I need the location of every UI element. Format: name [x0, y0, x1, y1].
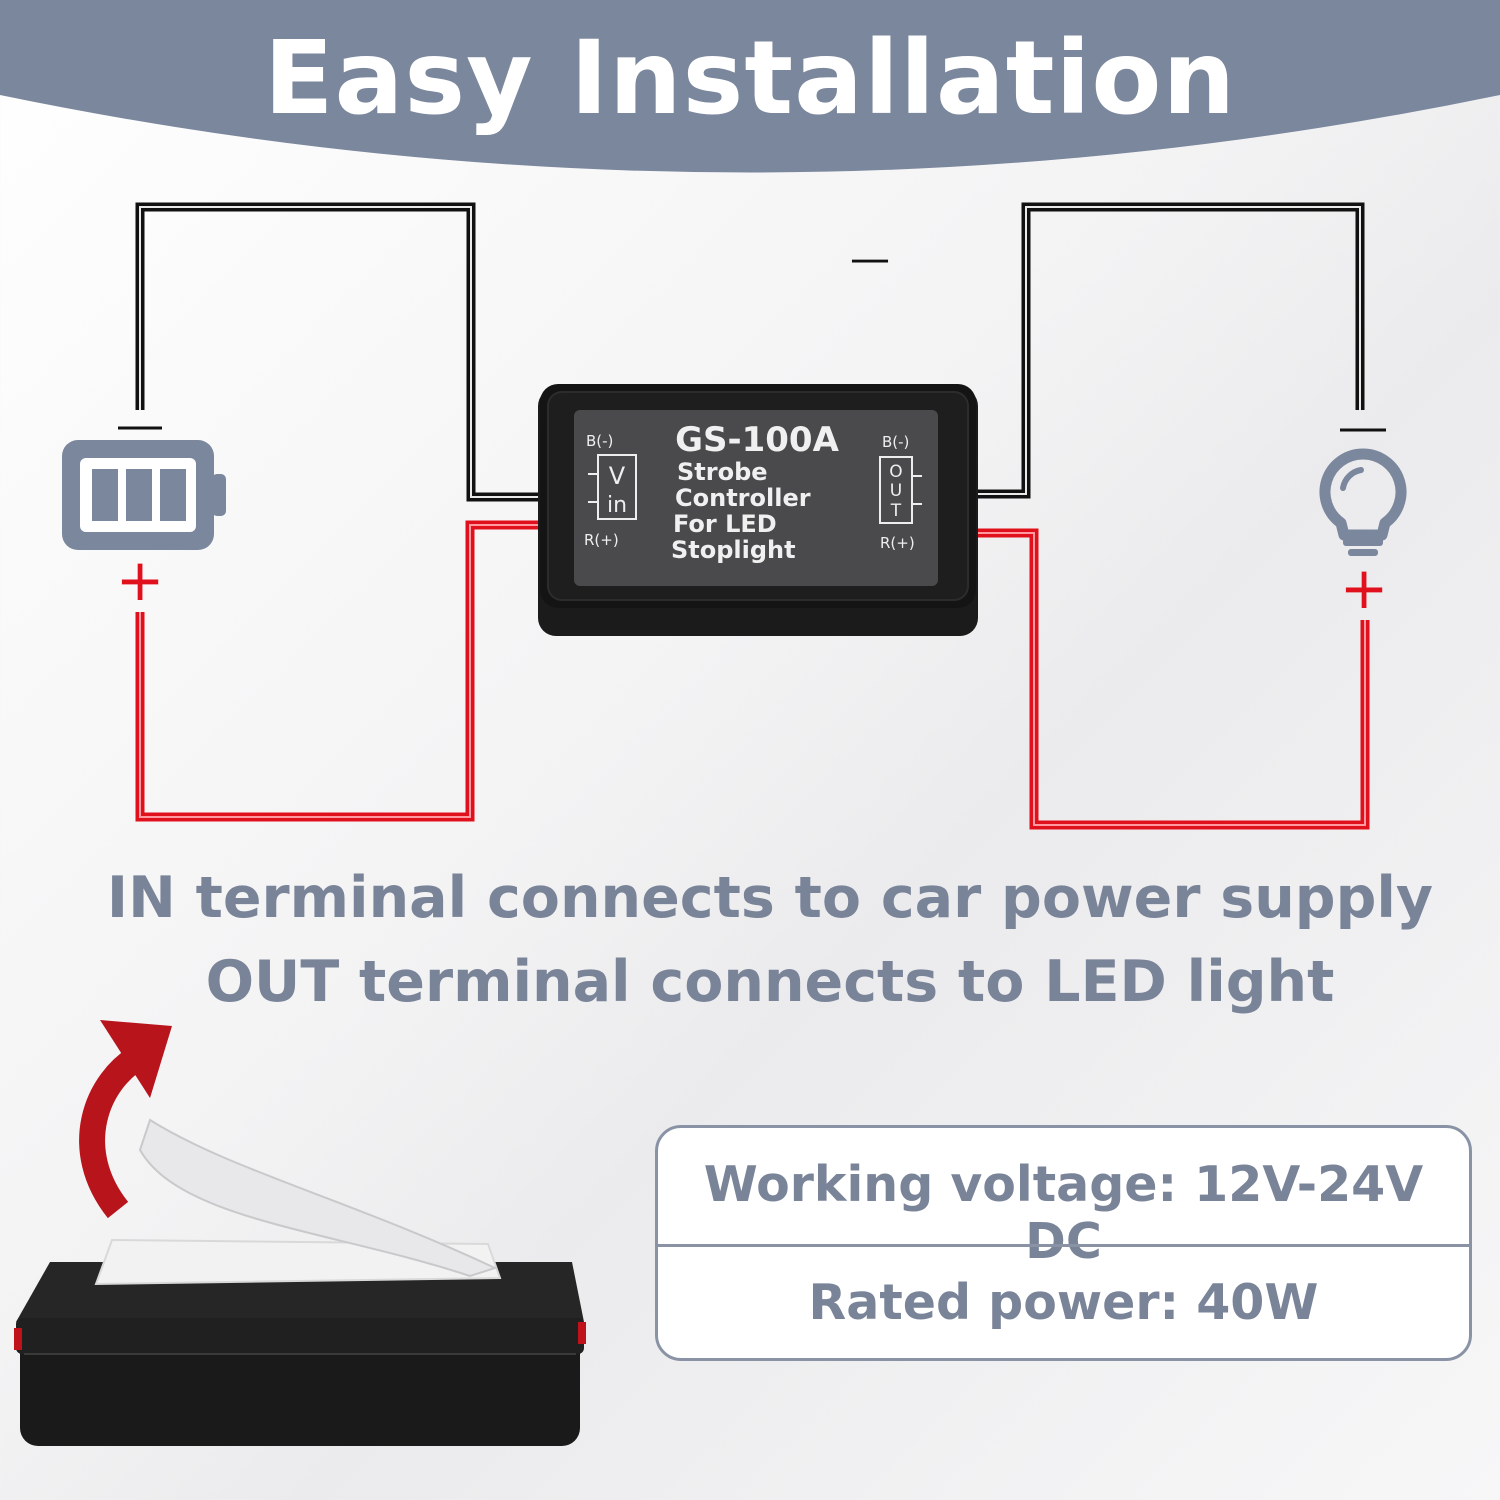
adhesive-module-illustration: [14, 1020, 586, 1446]
light-bulb-icon: [1319, 448, 1407, 556]
in-terminal-negative-label: B(-): [586, 432, 613, 450]
in-terminal-box-line-2: in: [607, 493, 627, 518]
curved-arrow-icon: [79, 1020, 172, 1219]
wire-out-positive: [972, 528, 1370, 830]
device-desc-line-4: Stoplight: [671, 536, 796, 564]
caption-in-terminal: IN terminal connects to car power supply: [106, 865, 1434, 931]
out-terminal-box-line-2: U: [890, 481, 902, 501]
in-terminal-box-line-1: V: [609, 462, 626, 490]
module-body: [14, 1262, 586, 1446]
wiring-diagram: — + + GS-100A Strobe Controller For LED …: [62, 202, 1407, 830]
device-desc-line-3: For LED: [673, 510, 777, 538]
battery-icon: [62, 440, 226, 550]
device-model: GS-100A: [675, 420, 839, 460]
specs-divider: [658, 1244, 1469, 1247]
header-banner: Easy Installation: [0, 0, 1500, 180]
wire-out-negative: [972, 202, 1365, 499]
caption-out-terminal: OUT terminal connects to LED light: [205, 949, 1335, 1015]
strobe-controller-module: GS-100A Strobe Controller For LED Stopli…: [538, 384, 978, 636]
battery-plus-sign: +: [116, 546, 165, 614]
out-terminal-box-line-3: T: [890, 501, 902, 521]
page-title: Easy Installation: [263, 19, 1237, 138]
peeled-backing: [138, 1118, 498, 1278]
in-terminal-positive-label: R(+): [584, 531, 619, 549]
banner-shape: [0, 0, 1500, 173]
out-terminal-negative-label: B(-): [882, 433, 909, 451]
device-desc-line-2: Controller: [675, 484, 811, 512]
device-desc-line-1: Strobe: [677, 458, 768, 486]
spec-working-voltage: Working voltage: 12V-24V DC: [703, 1156, 1424, 1270]
spec-rated-power: Rated power: 40W: [808, 1274, 1319, 1331]
out-terminal-box: [879, 456, 913, 524]
minus-mark: —: [850, 236, 890, 282]
out-terminal-box-line-1: O: [889, 462, 902, 482]
bulb-plus-sign: +: [1340, 554, 1389, 622]
out-terminal-positive-label: R(+): [880, 534, 915, 552]
in-terminal-box: [597, 454, 637, 520]
specs-panel: Working voltage: 12V-24V DC Rated power:…: [655, 1125, 1472, 1361]
wire-in-positive: [135, 520, 545, 822]
